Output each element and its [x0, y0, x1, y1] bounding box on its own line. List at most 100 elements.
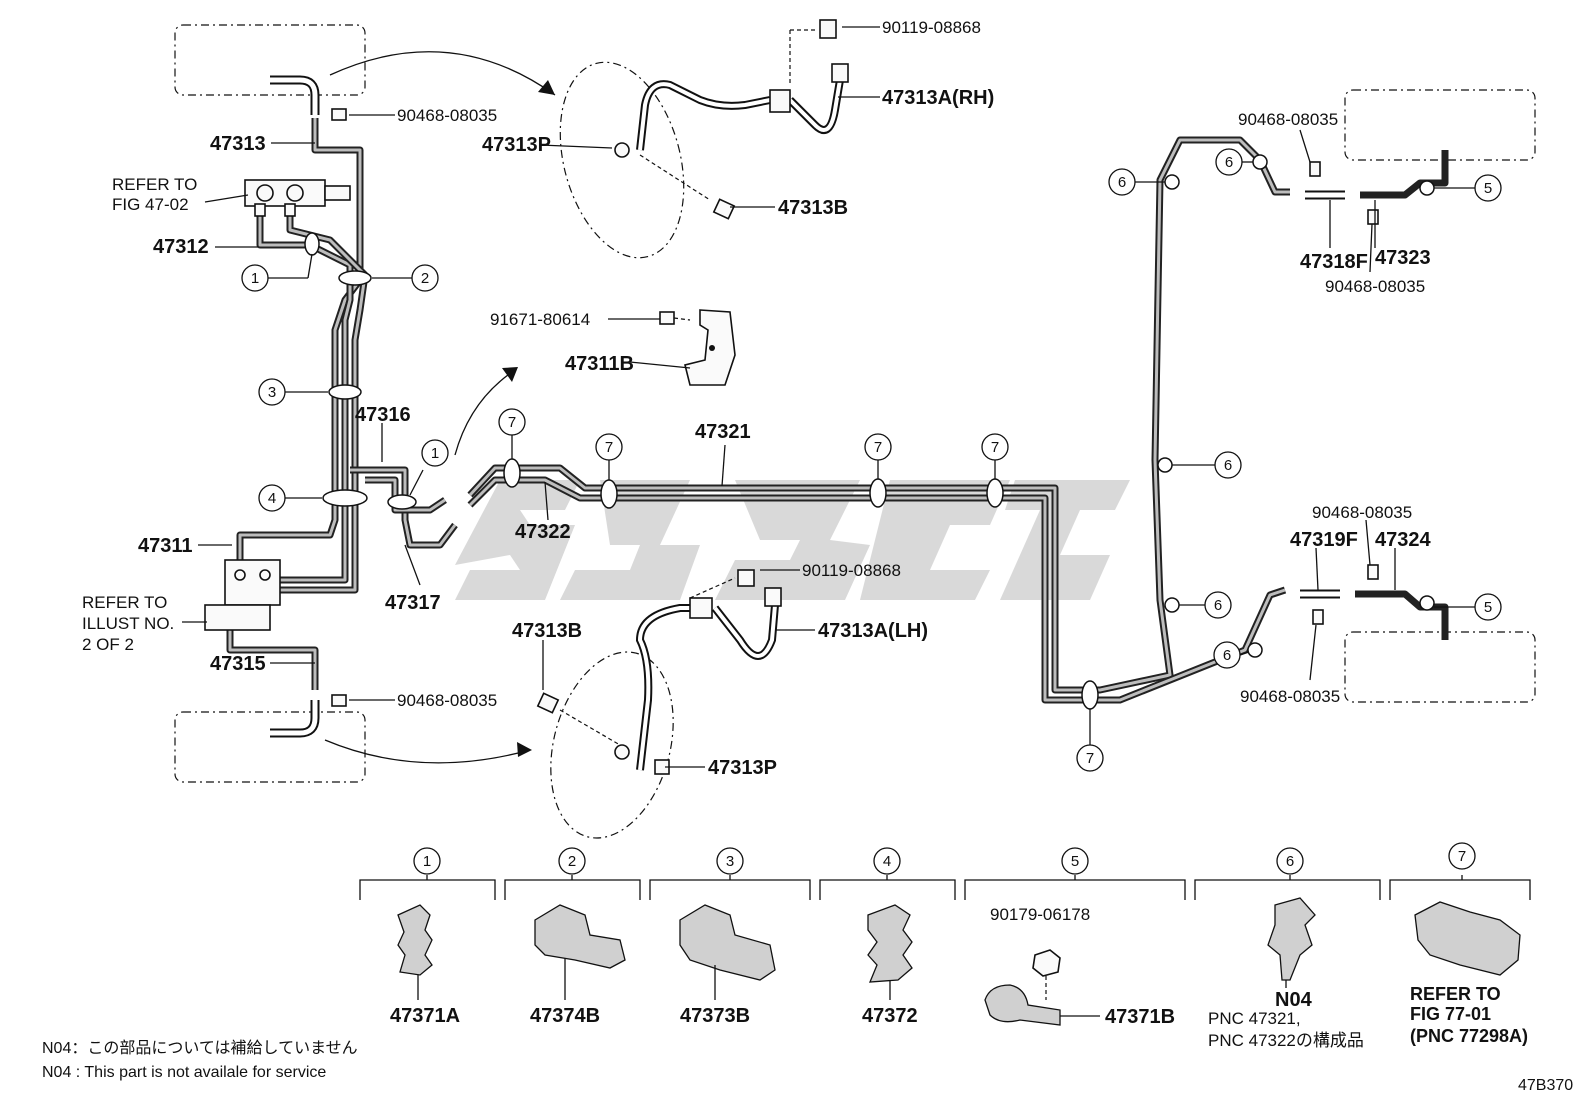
svg-text:47371B: 47371B: [1105, 1006, 1175, 1028]
svg-text:FIG 77-01: FIG 77-01: [1410, 1004, 1491, 1024]
clip-47372-icon: [867, 904, 913, 983]
tube-47324: [1355, 590, 1449, 640]
refer-fig-line2: FIG 47-02: [112, 195, 189, 214]
rear-right-wheel-box-top: [1344, 89, 1536, 161]
clip-47373B-icon: [679, 904, 776, 981]
refer-fig-line1: REFER TO: [112, 175, 197, 194]
svg-text:5: 5: [1484, 599, 1492, 616]
legend-brackets: [359, 875, 1531, 900]
callout-6d: 6: [1204, 591, 1232, 619]
label-90468-bottom-right-1: 90468-08035: [1312, 503, 1412, 522]
callout-6b: 6: [1215, 148, 1243, 176]
label-90468-top-left: 90468-08035: [397, 106, 497, 125]
legend-4: 4 47372: [862, 847, 918, 1027]
callout-7c: 7: [864, 433, 892, 461]
svg-text:(PNC 77298A): (PNC 77298A): [1410, 1026, 1528, 1046]
front-stub-pipe: [270, 75, 320, 115]
clip-77298A-icon: [1414, 901, 1521, 976]
svg-text:N04: N04: [1275, 989, 1313, 1011]
flex-hose-rh: [614, 19, 849, 220]
label-47312: 47312: [153, 236, 209, 258]
svg-text:7: 7: [874, 439, 882, 456]
arrow-to-bracket: [454, 369, 516, 456]
clip-N04-icon: [1267, 897, 1316, 981]
clip-47374B-icon: [534, 904, 626, 969]
svg-text:7: 7: [1458, 848, 1466, 865]
svg-text:47371A: 47371A: [390, 1005, 460, 1027]
refer-illust-line2: ILLUST NO.: [82, 614, 174, 633]
arrow-to-front-detail: [329, 51, 556, 96]
long-tube-47322: [467, 476, 1287, 704]
label-90119-bottom: 90119-08868: [802, 561, 901, 580]
label-47324: 47324: [1375, 529, 1431, 551]
callout-5b: 5: [1474, 593, 1502, 621]
svg-text:5: 5: [1484, 180, 1492, 197]
label-47313P-bottom: 47313P: [708, 757, 777, 779]
label-47313A-RH: 47313A(RH): [882, 87, 994, 109]
label-47322: 47322: [515, 521, 571, 543]
diagram-callouts: 1 2 3 4 1 7 7 7 7 7 6 6 6 6 6 5 5: [241, 148, 1502, 772]
footnote-japanese: N04：この部品については補給していません: [42, 1039, 358, 1057]
master-cylinder: [244, 179, 351, 217]
detail-ellipse-bot: [550, 651, 674, 839]
label-90119-top: 90119-08868: [882, 18, 981, 37]
legend-6: 6 N04 PNC 47321, PNC 47322の構成品: [1208, 847, 1364, 1050]
refer-illust-line3: 2 OF 2: [82, 635, 134, 654]
callout-7a: 7: [498, 408, 526, 436]
svg-text:6: 6: [1214, 597, 1222, 614]
svg-text:6: 6: [1224, 457, 1232, 474]
label-47313B-top: 47313B: [778, 197, 848, 219]
callout-2: 2: [411, 264, 439, 292]
label-47313P-top: 47313P: [482, 134, 551, 156]
clip-47371B-icon: [984, 984, 1061, 1026]
svg-text:4: 4: [268, 490, 276, 507]
label-91671: 91671-80614: [490, 310, 590, 329]
clip-47371A-icon: [397, 904, 433, 976]
label-47317: 47317: [385, 592, 441, 614]
actuator-47311: [204, 559, 281, 631]
tube-47323: [1360, 150, 1449, 199]
label-47319F: 47319F: [1290, 529, 1358, 551]
legend-7: 7 REFER TO FIG 77-01 (PNC 77298A): [1410, 842, 1528, 1046]
callout-7e: 7: [1076, 744, 1104, 772]
rear-stub-pipe: [270, 700, 320, 738]
refer-illust-line1: REFER TO: [82, 593, 167, 612]
svg-text:3: 3: [726, 853, 734, 870]
svg-text:2: 2: [568, 853, 576, 870]
label-90468-bottom-right-2: 90468-08035: [1240, 687, 1340, 706]
svg-text:1: 1: [251, 270, 259, 287]
clip-legend: 1 47371A 2 47374B 3 47373B 4 47372: [359, 842, 1531, 1050]
legend-5: 5 90179-06178 47371B: [984, 847, 1175, 1028]
label-47315: 47315: [210, 653, 266, 675]
svg-text:4: 4: [883, 853, 891, 870]
svg-text:7: 7: [991, 439, 999, 456]
callout-6a: 6: [1108, 168, 1136, 196]
callout-6e: 6: [1213, 641, 1241, 669]
long-tube-47321: [467, 136, 1290, 694]
detail-ellipse-top: [559, 61, 685, 259]
label-90468-bottom-left: 90468-08035: [397, 691, 497, 710]
footnote-english: N04 : This part is not availale for serv…: [42, 1064, 326, 1081]
svg-text:7: 7: [605, 439, 613, 456]
rear-right-wheel-box-bot: [1344, 631, 1536, 703]
figure-code: 47B370: [1518, 1077, 1573, 1094]
svg-text:47374B: 47374B: [530, 1005, 600, 1027]
callout-7d: 7: [981, 433, 1009, 461]
callout-6c: 6: [1214, 451, 1242, 479]
label-90468-top-right-1: 90468-08035: [1238, 110, 1338, 129]
label-47311B: 47311B: [565, 353, 634, 375]
svg-text:6: 6: [1286, 853, 1294, 870]
svg-text:7: 7: [508, 414, 516, 431]
bracket-47311B: [659, 309, 736, 386]
svg-text:90179-06178: 90179-06178: [990, 905, 1090, 924]
svg-text:1: 1: [431, 445, 439, 462]
flex-hose-lh: [536, 569, 782, 775]
callout-5a: 5: [1474, 174, 1502, 202]
svg-text:PNC 47322の構成品: PNC 47322の構成品: [1208, 1031, 1364, 1050]
leader-lines: [182, 26, 1475, 768]
legend-1: 1 47371A: [390, 847, 460, 1027]
nut-90179-icon: [1032, 949, 1061, 977]
callout-7b: 7: [595, 433, 623, 461]
label-47323: 47323: [1375, 247, 1431, 269]
